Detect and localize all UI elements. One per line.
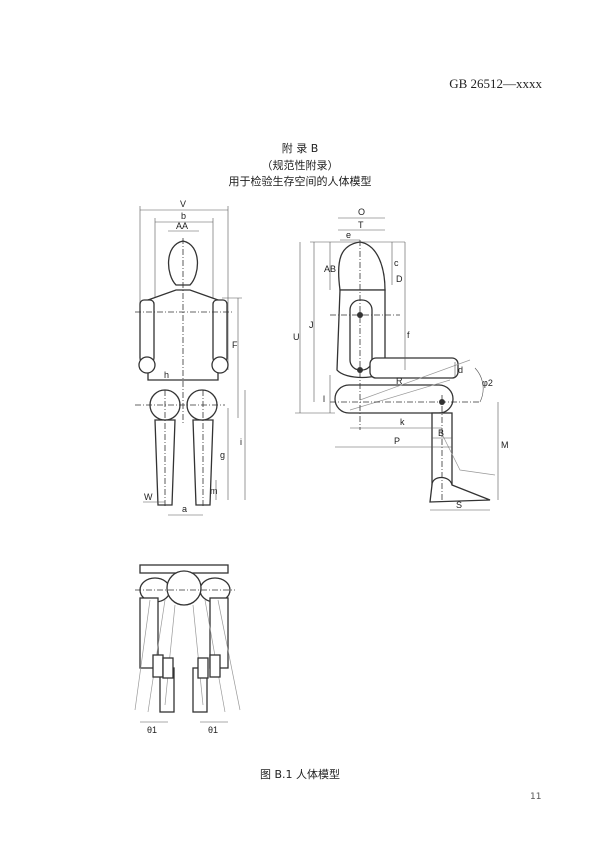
label-theta1-right: θ1 [208, 725, 218, 735]
standard-number: GB 26512—xxxx [449, 76, 542, 91]
label-AB: AB [324, 264, 336, 274]
label-B: B [438, 428, 444, 438]
label-c: c [394, 258, 399, 268]
side-view: O T e AB c D U J f d R φ2 l k B P M S [293, 207, 509, 511]
label-f: f [407, 330, 410, 340]
page-number: 11 [530, 792, 542, 802]
label-g: g [220, 450, 225, 460]
label-a: a [182, 504, 187, 514]
label-m: m [210, 486, 218, 496]
label-S: S [456, 500, 462, 510]
label-M: M [501, 440, 509, 450]
label-d: d [458, 365, 463, 375]
label-J: J [309, 320, 314, 330]
front-view: V b AA h F g i m W a [135, 199, 246, 516]
label-U: U [293, 332, 300, 342]
label-i: i [240, 437, 242, 447]
label-F: F [232, 340, 238, 350]
annex-type: （规范性附录） [261, 159, 339, 172]
label-V: V [180, 199, 186, 209]
label-phi2: φ2 [482, 378, 493, 388]
label-l: l [323, 394, 325, 404]
label-k: k [400, 417, 405, 427]
label-AA: AA [176, 221, 188, 231]
label-T: T [358, 220, 364, 230]
label-e: e [346, 230, 351, 240]
label-W: W [144, 492, 153, 502]
label-theta1-left: θ1 [147, 725, 157, 735]
top-view: θ1 θ1 [134, 564, 241, 735]
annex-title: 附 录 B [281, 142, 319, 155]
label-O: O [358, 207, 365, 217]
label-D: D [396, 274, 403, 284]
figure-caption: 图 B.1 人体模型 [259, 768, 341, 781]
label-R: R [396, 376, 403, 386]
label-h: h [164, 370, 169, 380]
label-b: b [181, 211, 186, 221]
annex-subtitle: 用于检验生存空间的人体模型 [228, 175, 372, 188]
label-P: P [394, 436, 400, 446]
